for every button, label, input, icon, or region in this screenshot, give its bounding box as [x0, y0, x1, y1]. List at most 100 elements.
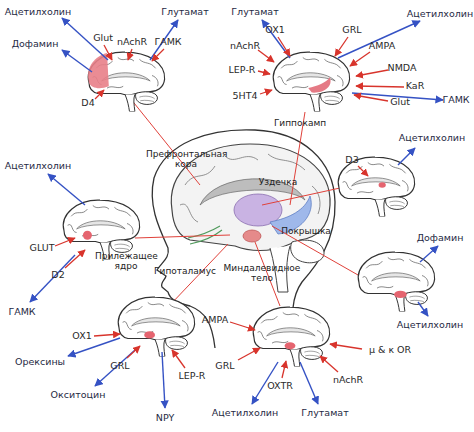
receptor-arrow — [230, 322, 255, 330]
transmitter-label: Дофамин — [12, 39, 59, 49]
region-label: Гиппокамп — [274, 119, 326, 129]
receptor-arrow — [65, 250, 85, 268]
amygdala-brain — [253, 307, 329, 366]
habenula-brain — [338, 157, 414, 216]
hippocampus-highlight — [308, 77, 330, 92]
receptor-arrow — [358, 166, 368, 176]
central-brainstem — [270, 246, 290, 292]
receptor-label: KaR — [406, 81, 425, 91]
leader-line — [290, 112, 305, 205]
transmitter-label: Глутамат — [161, 7, 208, 17]
receptor-arrow — [238, 348, 260, 360]
region-label: Прилежащее ядро — [95, 252, 157, 272]
receptor-label: 5HT4 — [232, 91, 257, 101]
leader-line — [262, 188, 340, 205]
receptor-arrow — [330, 344, 362, 349]
habenula-highlight — [379, 182, 386, 187]
transmitter-label: Ацетилхолин — [399, 133, 465, 143]
receptor-arrow — [260, 90, 272, 94]
release-arrows — [30, 18, 443, 408]
leader-line — [255, 242, 280, 306]
region-label: Покрышка — [281, 227, 331, 237]
receptor-arrow — [278, 37, 290, 56]
receptor-label: Glut — [93, 33, 113, 43]
receptor-arrow — [152, 49, 164, 61]
release-arrow — [262, 20, 290, 58]
leader-line — [130, 98, 200, 185]
receptor-label: OXTR — [267, 381, 293, 391]
release-arrow — [352, 93, 443, 100]
transmitter-label: Ацетилхолин — [397, 320, 463, 330]
receptor-arrow — [128, 49, 132, 60]
region-label: Гипоталамус — [154, 267, 216, 277]
transmitter-label: Глутамат — [231, 7, 278, 17]
hypothalamus-brain — [118, 297, 194, 356]
transmitter-label: Глутамат — [301, 408, 348, 418]
receptor-arrow — [104, 45, 112, 60]
release-arrow — [62, 50, 92, 72]
tegmentum-highlight — [394, 291, 407, 298]
leader-line — [170, 244, 228, 305]
region-label: Уздечка — [259, 178, 297, 188]
accumbens-highlight — [83, 231, 92, 240]
receptor-label: D4 — [81, 98, 94, 108]
receptor-label: GRL — [342, 25, 361, 35]
transmitter-label: Ацетилхолин — [407, 9, 473, 19]
release-arrow — [48, 174, 85, 205]
transmitter-label: Орексины — [15, 357, 65, 367]
region-label: Миндалевидное тело — [223, 264, 301, 284]
release-arrow — [162, 352, 165, 408]
central-cerebellum — [291, 240, 324, 263]
transmitter-label: ГАМК — [8, 307, 35, 317]
release-arrow — [418, 302, 428, 316]
receptor-label: LEP-R — [229, 65, 256, 75]
receptor-arrow — [55, 238, 75, 246]
release-arrow — [420, 246, 438, 262]
tegmentum-brain — [358, 252, 434, 311]
amygdala-region — [243, 230, 261, 242]
receptor-label: μ & κ OR — [369, 345, 411, 355]
transmitter-label: Окситоцин — [51, 390, 106, 400]
receptor-label: AMPA — [369, 41, 395, 51]
receptor-label: GRL — [110, 361, 129, 371]
receptor-arrow — [95, 90, 104, 99]
release-arrow — [62, 18, 108, 60]
release-arrow — [30, 255, 75, 302]
receptor-arrow — [258, 71, 270, 74]
release-arrow — [68, 338, 120, 356]
release-arrow — [398, 148, 415, 165]
receptor-label: GRL — [215, 361, 234, 371]
receptor-arrow — [282, 361, 286, 378]
transmitter-label: ГАМК — [442, 95, 469, 105]
receptor-arrows — [55, 37, 404, 378]
receptor-arrow — [354, 95, 388, 101]
leader-line — [272, 226, 358, 275]
receptor-label: Glut — [390, 97, 410, 107]
accumbens-brain — [63, 200, 139, 259]
transmitter-label: Ацетилхолин — [5, 7, 71, 17]
release-arrow — [300, 362, 318, 404]
receptor-label: ГАМК — [154, 37, 181, 47]
receptor-arrow — [356, 70, 388, 76]
leader-line — [135, 235, 230, 238]
transmitter-label: Дофамин — [417, 233, 464, 243]
central-brain — [171, 144, 330, 251]
receptor-arrow — [350, 52, 370, 66]
amygdala-highlight — [285, 342, 296, 349]
receptor-arrow — [320, 356, 338, 372]
receptor-label: nAchR — [117, 37, 147, 47]
receptor-label: D2 — [51, 270, 64, 280]
release-arrow — [338, 21, 420, 58]
release-arrow — [150, 20, 178, 60]
hypothalamus-highlight — [144, 331, 155, 338]
receptor-label: nAchR — [333, 375, 363, 385]
receptor-arrow — [172, 350, 185, 368]
transmitter-label: NPY — [156, 413, 174, 423]
receptor-label: OX1 — [72, 331, 91, 341]
transmitter-label: Ацетилхолин — [5, 161, 71, 171]
release-arrow — [252, 362, 278, 404]
receptor-label: NMDA — [388, 63, 417, 73]
